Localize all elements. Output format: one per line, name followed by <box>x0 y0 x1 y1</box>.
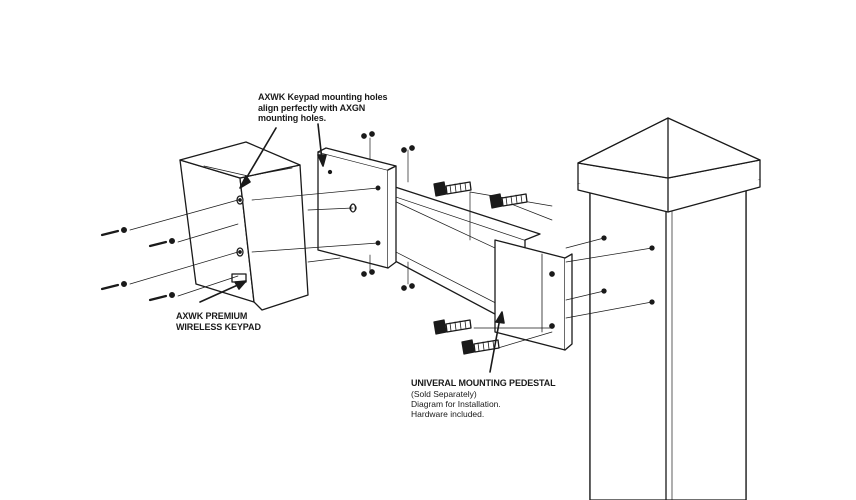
wireless-keypad <box>179 141 309 311</box>
nuts <box>361 131 415 291</box>
pedestal-bolts <box>433 181 528 355</box>
screw-4 <box>148 292 175 302</box>
callout-keypad-line-1: AXWK PREMIUM <box>176 311 248 321</box>
bolt-4 <box>461 339 500 355</box>
mounting-pedestal <box>317 147 573 351</box>
alignment-lines <box>129 137 653 349</box>
screw-1 <box>100 227 127 237</box>
callout-pedestal-title: UNIVERAL MOUNTING PEDESTAL <box>411 378 556 388</box>
callout-pedestal-line-2: Diagram for Installation. <box>411 398 501 409</box>
callout-arrows <box>199 123 505 373</box>
bolt-3 <box>433 319 472 335</box>
post <box>577 117 761 500</box>
callout-mounting-holes-line-2: align perfectly with AXGN <box>258 102 366 113</box>
keypad-screws <box>100 227 175 302</box>
callout-mounting-holes-line-3: mounting holes. <box>258 113 326 124</box>
callout-keypad: AXWK PREMIUM WIRELESS KEYPAD <box>176 311 261 332</box>
callout-keypad-line-2: WIRELESS KEYPAD <box>176 321 261 332</box>
screw-3 <box>100 281 127 291</box>
bolt-2 <box>489 193 528 209</box>
callout-pedestal: UNIVERAL MOUNTING PEDESTAL (Sold Separat… <box>411 378 556 419</box>
bolt-1 <box>433 181 472 197</box>
callout-mounting-holes-line-1: AXWK Keypad mounting holes <box>258 92 388 102</box>
callout-pedestal-line-3: Hardware included. <box>411 408 485 419</box>
screw-2 <box>148 238 175 248</box>
callout-mounting-holes: AXWK Keypad mounting holes align perfect… <box>258 92 388 124</box>
callout-pedestal-line-1: (Sold Separately) <box>411 388 477 399</box>
